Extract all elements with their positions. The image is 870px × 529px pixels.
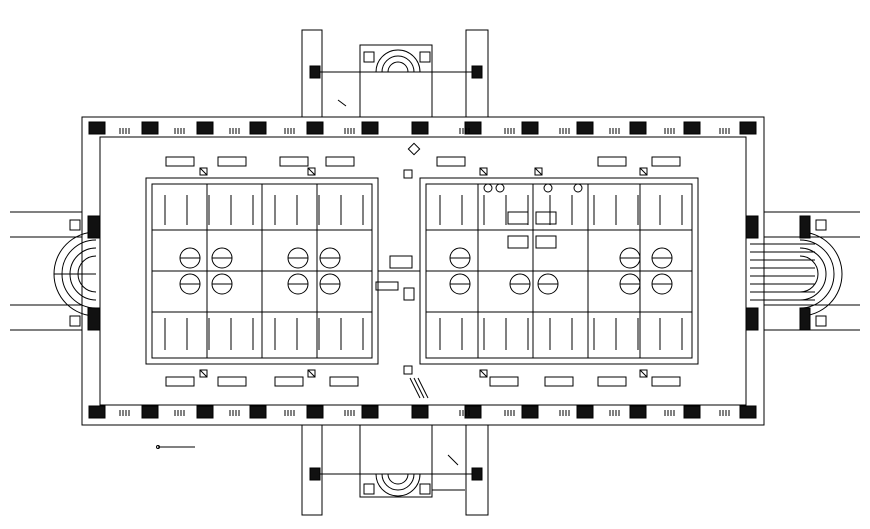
misc-marks <box>156 99 459 466</box>
wall-column <box>629 121 647 135</box>
wall-column <box>249 405 267 419</box>
label-box <box>436 156 466 167</box>
wall-column <box>249 121 267 135</box>
small-lamp <box>543 183 553 193</box>
central-corridor <box>375 142 421 375</box>
switch-cross <box>639 369 648 378</box>
small-lamp <box>483 183 493 193</box>
wall-column <box>464 121 482 135</box>
wall-column <box>306 121 324 135</box>
wall-column <box>683 405 701 419</box>
label-box <box>329 376 359 387</box>
wall-column <box>521 121 539 135</box>
wall-column <box>361 121 379 135</box>
wall-column <box>196 405 214 419</box>
panel-block <box>507 235 529 249</box>
small-lamp <box>495 183 505 193</box>
switch-box <box>534 167 543 176</box>
bottom-entrance <box>309 467 483 497</box>
panel-block <box>507 211 529 225</box>
label-box <box>544 376 574 387</box>
wall-column <box>88 405 106 419</box>
panel-block <box>535 211 557 225</box>
label-box <box>217 156 247 167</box>
switch-cross <box>479 167 488 176</box>
switch-box <box>307 167 316 176</box>
switch-cross <box>199 167 208 176</box>
label-box <box>597 156 627 167</box>
switch-cross <box>534 167 543 176</box>
switch-box <box>639 369 648 378</box>
wall-column <box>576 121 594 135</box>
label-boxes <box>165 156 681 387</box>
switch-box <box>479 369 488 378</box>
small-lamp <box>573 183 583 193</box>
wall-column <box>411 121 429 135</box>
left-hall <box>145 177 379 365</box>
top-entrance <box>309 49 483 79</box>
label-box <box>217 376 247 387</box>
switch-symbols <box>199 167 648 378</box>
label-box <box>325 156 355 167</box>
wall-columns <box>88 121 757 419</box>
wall-column <box>464 405 482 419</box>
wall-column <box>739 121 757 135</box>
switch-box <box>199 167 208 176</box>
switch-box <box>479 167 488 176</box>
label-box <box>274 376 304 387</box>
wall-column <box>521 405 539 419</box>
switch-cross <box>307 167 316 176</box>
wall-column <box>361 405 379 419</box>
panel-block <box>535 235 557 249</box>
wall-column <box>88 121 106 135</box>
light-fixtures <box>164 183 683 350</box>
wall-column <box>196 121 214 135</box>
wall-column <box>683 121 701 135</box>
label-box <box>651 376 681 387</box>
wall-column <box>629 405 647 419</box>
switch-box <box>307 369 316 378</box>
label-box <box>279 156 309 167</box>
wall-column <box>306 405 324 419</box>
left-entrance <box>53 215 101 331</box>
wall-column <box>411 405 429 419</box>
right-entrance <box>745 215 843 331</box>
switch-cross <box>307 369 316 378</box>
label-box <box>165 376 195 387</box>
outer-walls <box>10 29 860 516</box>
wall-column <box>141 121 159 135</box>
switch-cross <box>479 369 488 378</box>
label-box <box>651 156 681 167</box>
switch-cross <box>639 167 648 176</box>
label-box <box>165 156 195 167</box>
label-box <box>597 376 627 387</box>
wall-column <box>739 405 757 419</box>
wall-column <box>576 405 594 419</box>
switch-cross <box>199 369 208 378</box>
wall-column <box>141 405 159 419</box>
label-box <box>489 376 519 387</box>
switch-box <box>639 167 648 176</box>
switch-box <box>199 369 208 378</box>
